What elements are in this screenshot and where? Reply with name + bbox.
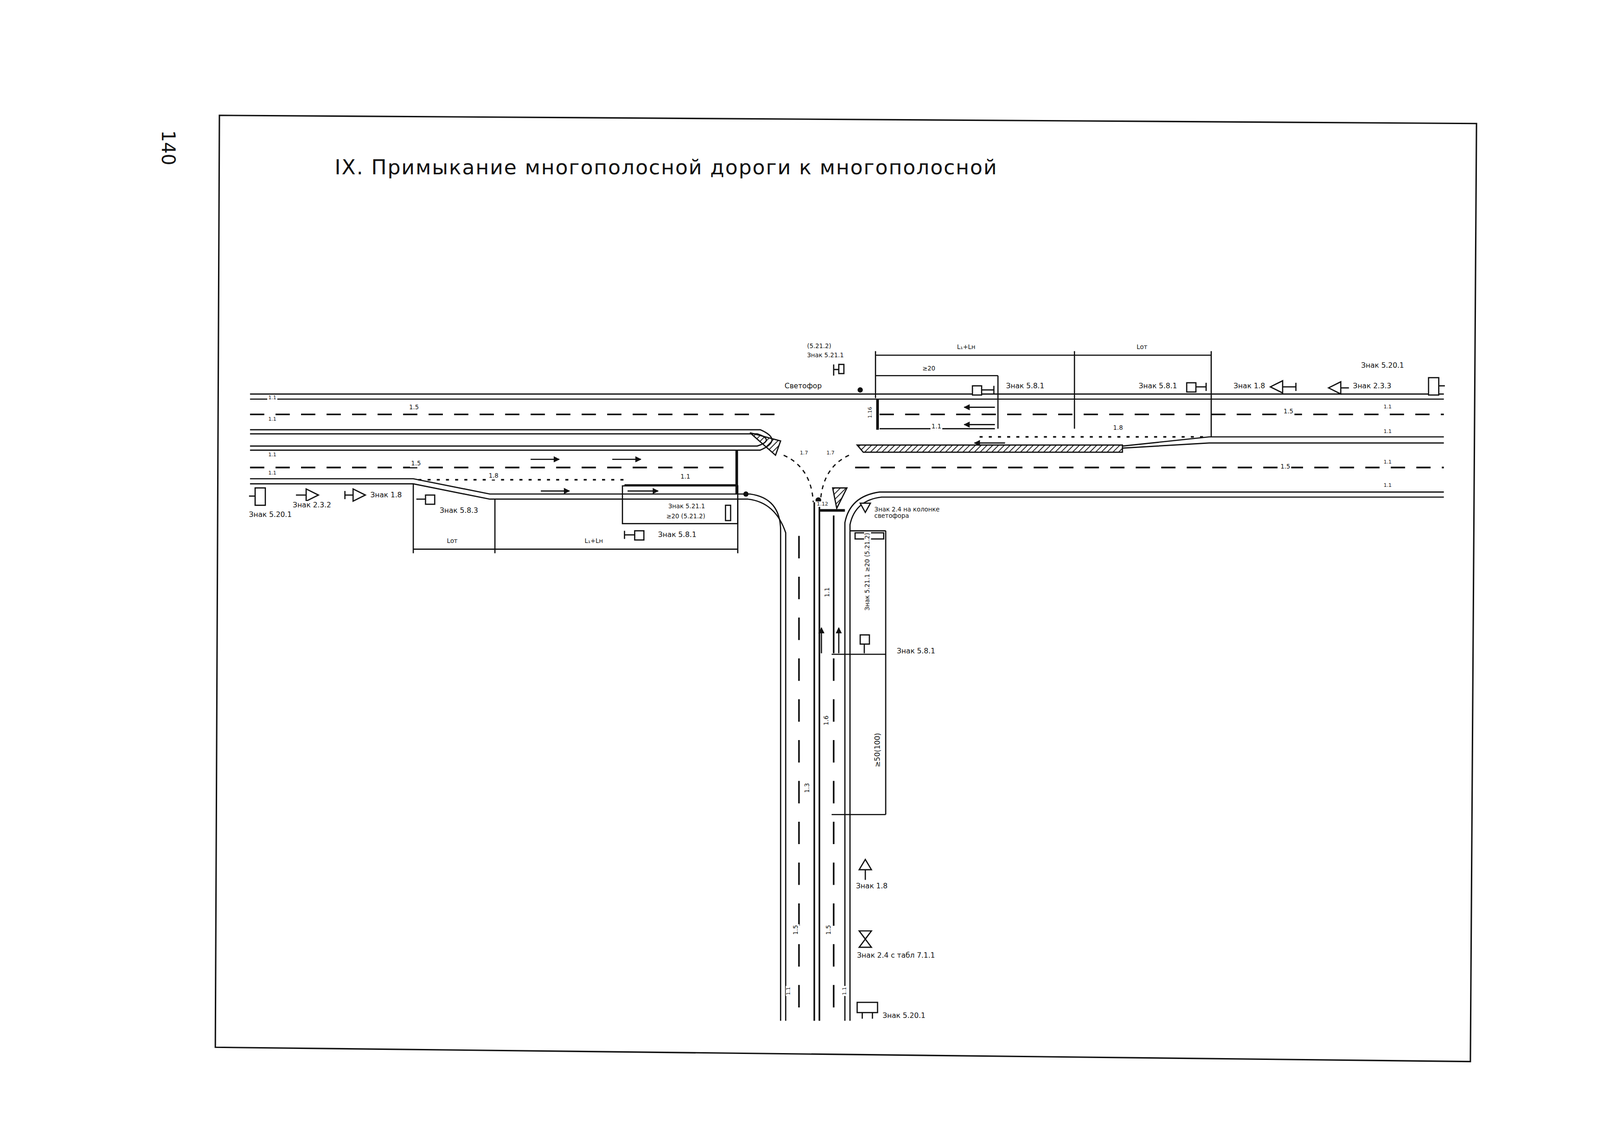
marking-number: 1.1	[1382, 404, 1393, 410]
page-number: 140	[158, 129, 179, 167]
sign-label: Знак 5.21.1	[667, 503, 707, 510]
marking-number: 1.5	[825, 923, 832, 936]
marking-number: 1.7	[799, 450, 810, 456]
marking-number: 1.1	[824, 586, 832, 598]
marking-number: 1.1	[841, 985, 848, 996]
sign-label: Знак 5.8.1	[657, 530, 698, 539]
sign-label: Знак 2.3.3	[1351, 381, 1393, 390]
sign-label: ≥20 (5.21.2)	[665, 513, 707, 520]
marking-number: 1.5	[792, 923, 800, 936]
marking-number: 1.5	[1282, 408, 1294, 416]
marking-number: 1.3	[803, 781, 811, 794]
marking-number: 1.1	[1382, 459, 1393, 465]
marking-number: 1.8	[1112, 424, 1124, 432]
sign-label: Lот	[1135, 343, 1149, 351]
marking-number: 1.16	[867, 405, 873, 419]
sign-label: Знак 2.4 на колонке светофора	[873, 506, 974, 520]
sign-label: Знак 5.21.1	[805, 352, 845, 359]
marking-number: 1.1	[785, 985, 792, 996]
sign-label: Знак 2.3.2	[291, 500, 333, 509]
marking-number: 1.1	[267, 416, 278, 422]
sign-label: Знак 5.20.1	[248, 510, 293, 519]
marking-number: 1.1	[1382, 482, 1393, 489]
marking-number: 1.1	[267, 394, 278, 401]
sign-label: Lот	[446, 537, 459, 545]
sign-label: Знак 5.20.1	[1360, 361, 1405, 369]
sign-label: L₁+Lн	[583, 537, 604, 545]
marking-number: 1.5	[1279, 463, 1292, 471]
marking-number: 1.5	[410, 460, 422, 468]
marking-number: 1.8	[487, 472, 499, 480]
sign-label: Знак 5.8.1	[895, 646, 936, 655]
marking-number: 1.1	[930, 423, 942, 431]
sign-label: Знак 5.8.3	[438, 506, 479, 515]
sign-label: Знак 1.8	[1232, 381, 1267, 390]
marking-number: 1.1	[1382, 428, 1393, 435]
marking-number: 1.7	[825, 450, 836, 456]
marking-number: 1.1	[679, 473, 691, 481]
sign-label: Знак 1.8	[855, 881, 889, 890]
sign-label: ≥50(100)	[873, 732, 882, 769]
sign-label: Светофор	[783, 381, 823, 390]
sign-label: Знак 5.8.1	[1005, 381, 1046, 390]
sign-label: Знак 5.20.1	[881, 1011, 927, 1019]
diagram-title: IX. Примыкание многополосной дороги к мн…	[334, 155, 998, 180]
sign-label: Знак 1.8	[369, 490, 403, 499]
sign-label: ≥20	[921, 365, 936, 373]
marking-number: 1.1	[267, 451, 278, 458]
sign-label: (5.21.2)	[805, 342, 832, 350]
marking-number: 1.6	[823, 714, 831, 727]
sign-label: Знак 2.4 с табл 7.1.1	[856, 950, 936, 959]
sign-label: Знак 5.21.1 ≥20 (5.21.2)	[863, 531, 871, 612]
marking-number: 1.1	[267, 470, 278, 476]
sign-label: L₁+Lн	[955, 343, 977, 351]
marking-number: 1.12	[815, 501, 830, 507]
marking-number: 1.5	[408, 404, 420, 411]
sign-label: Знак 5.8.1	[1137, 381, 1179, 390]
